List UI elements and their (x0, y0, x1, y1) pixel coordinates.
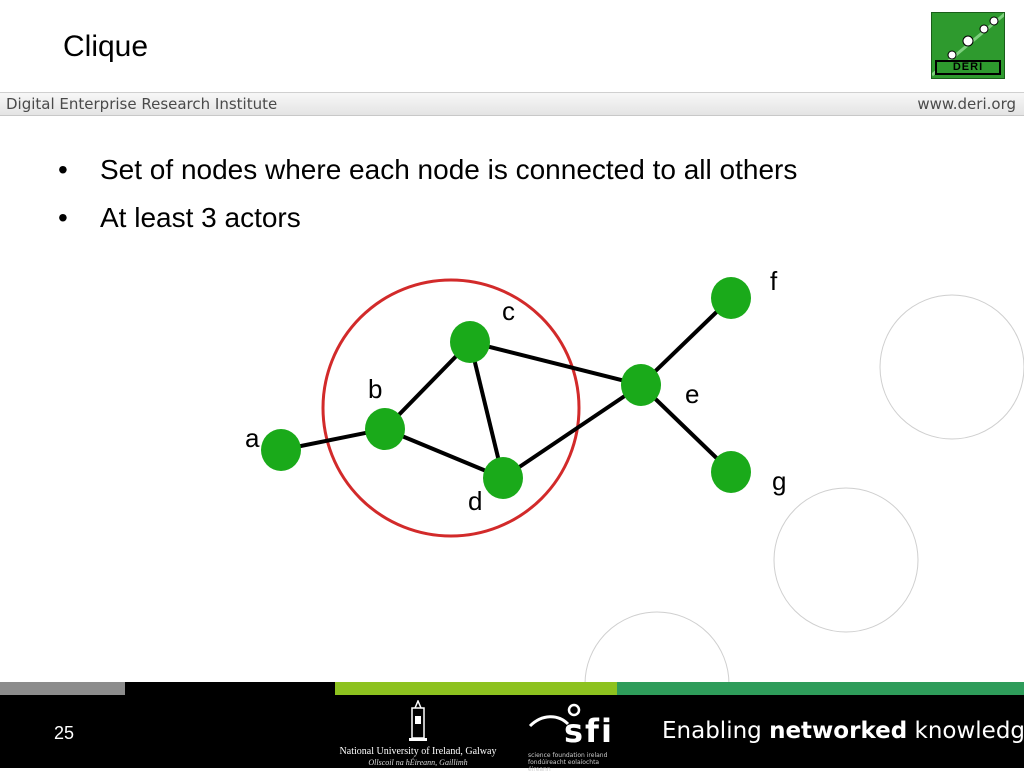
sfi-wordmark: sfi (564, 712, 614, 750)
graph-node-e (621, 364, 661, 406)
footer-stripe-black (125, 682, 335, 695)
graph-edge-d-e (503, 385, 641, 478)
tagline-post: knowledge. (915, 718, 1024, 744)
graph-edge-c-d (470, 342, 503, 478)
university-name: National University of Ireland, Galway (333, 746, 503, 757)
footer-stripe-lime (335, 682, 617, 695)
graph-node-b (365, 408, 405, 450)
graph-node-label-d: d (468, 486, 482, 516)
footer-tagline: Enabling networked knowledge. (662, 718, 1024, 744)
nui-galway-logo: National University of Ireland, Galway O… (333, 700, 503, 768)
clique-highlight-ring (323, 280, 579, 536)
graph-node-g (711, 451, 751, 493)
graph-node-label-g: g (772, 466, 786, 496)
page-number: 25 (54, 723, 74, 744)
tagline-bold: networked (769, 718, 907, 744)
graph-node-f (711, 277, 751, 319)
footer-stripe-teal (617, 682, 1024, 695)
graph-node-c (450, 321, 490, 363)
graph-node-label-f: f (770, 266, 778, 296)
graph-edge-c-e (470, 342, 641, 385)
graph-node-label-a: a (245, 423, 260, 453)
footer-stripe-gray (0, 682, 125, 695)
sfi-subtext: science foundation ireland fondúireacht … (528, 752, 623, 773)
graph-node-label-b: b (368, 374, 382, 404)
graph-node-label-c: c (502, 296, 515, 326)
graph-node-a (261, 429, 301, 471)
graph-node-d (483, 457, 523, 499)
university-crest-icon (333, 700, 503, 746)
university-name-irish: Ollscoil na hÉireann, Gaillimh (333, 758, 503, 767)
graph-node-label-e: e (685, 379, 699, 409)
tagline-pre: Enabling (662, 718, 762, 744)
sfi-logo: sfi science foundation ireland fondúirea… (528, 700, 623, 768)
